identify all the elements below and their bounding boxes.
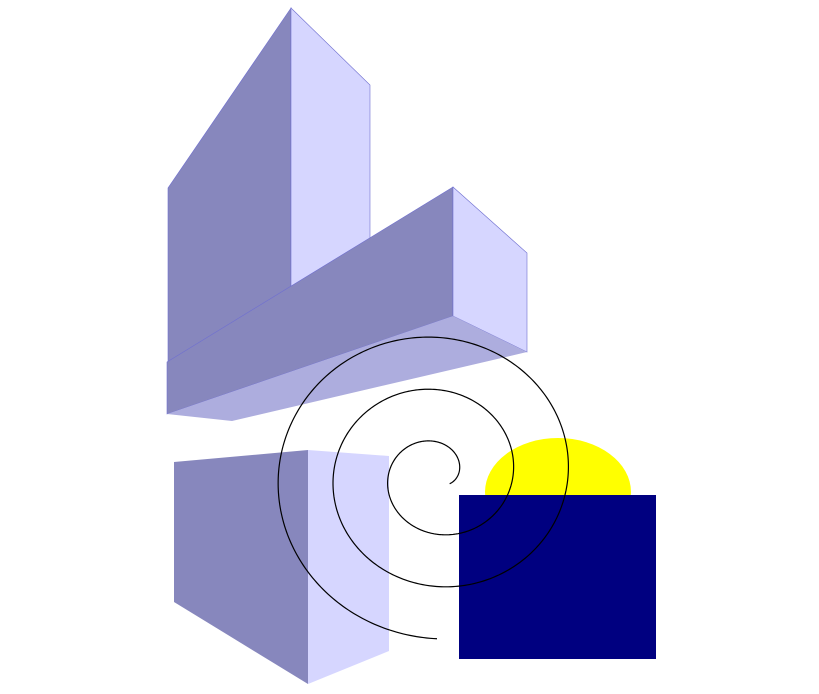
cube-prism — [174, 450, 389, 684]
navy-rectangle — [459, 495, 656, 659]
slab-prism-bottom-face — [167, 316, 527, 421]
tall-prism — [167, 7, 371, 381]
cube-prism-right-face — [308, 450, 389, 684]
spiral-curve — [277, 336, 570, 640]
cube-prism-left-face — [174, 450, 308, 684]
slab-prism — [166, 186, 528, 421]
